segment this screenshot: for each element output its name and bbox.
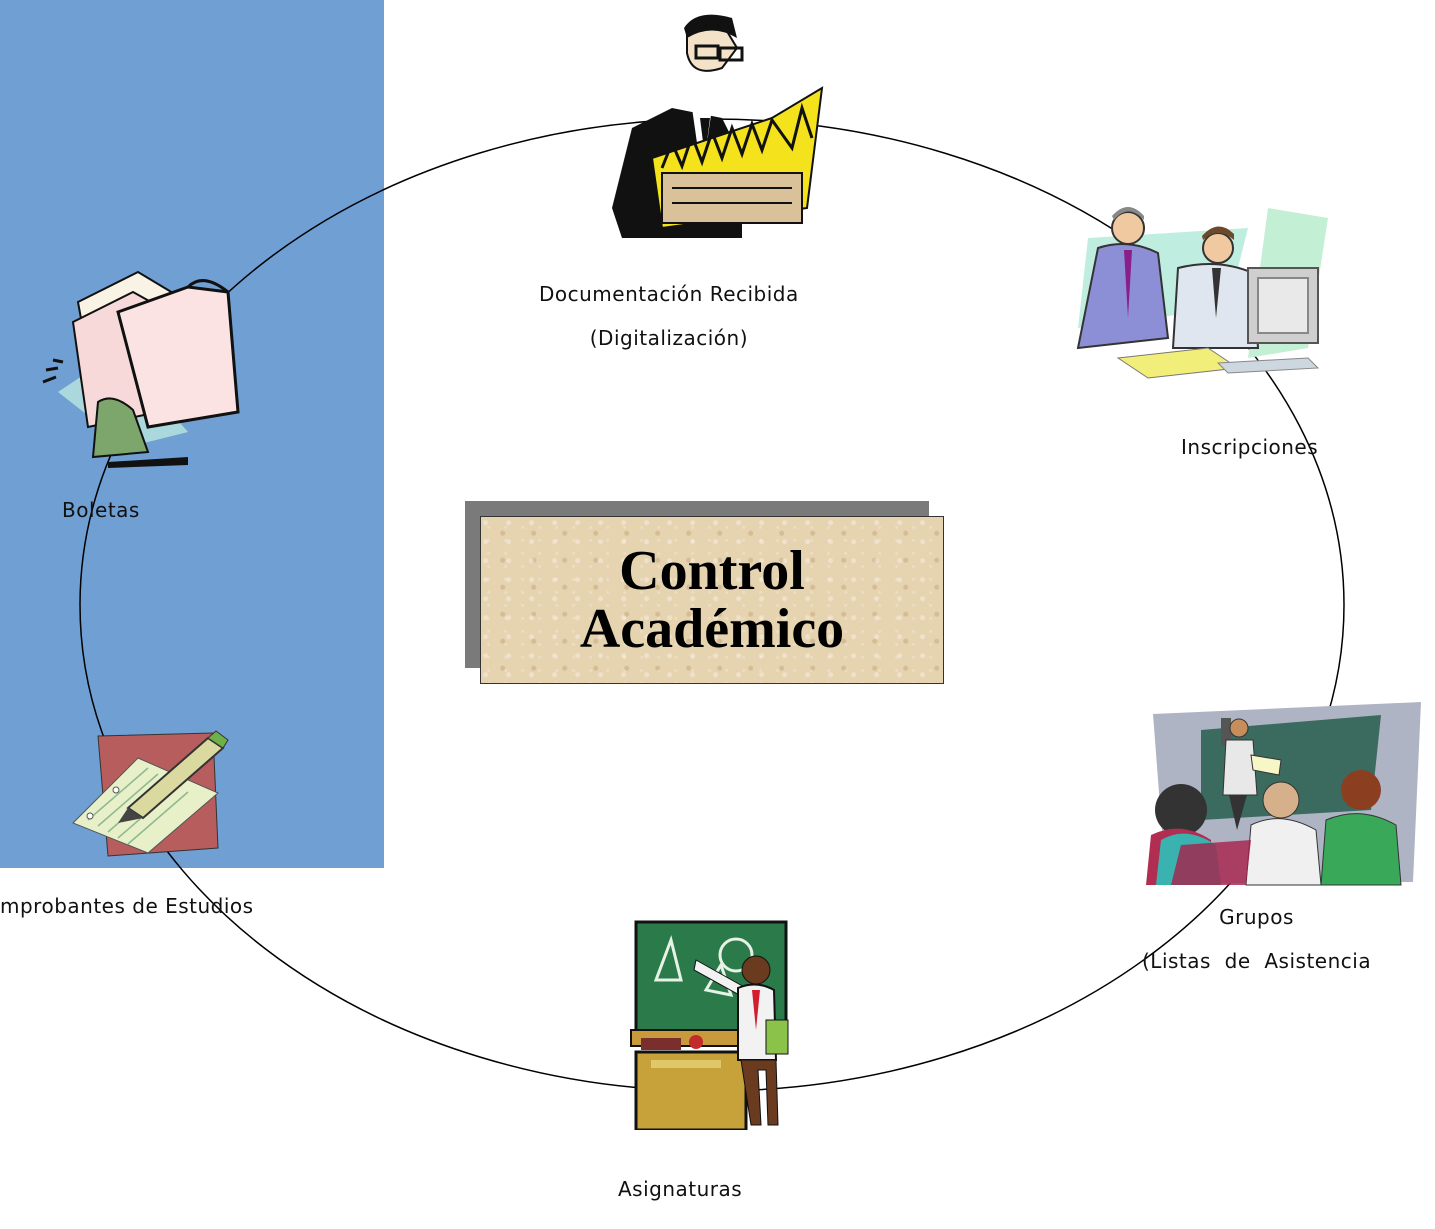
comprobantes-title: mprobantes de Estudios xyxy=(0,894,254,918)
side-panel xyxy=(0,0,384,868)
teacher-blackboard-icon xyxy=(630,920,789,1130)
title-box: Control Académico xyxy=(480,516,944,684)
title-line1: Control xyxy=(619,540,805,602)
notepad-pencil-icon xyxy=(72,730,229,857)
folder-documents-icon xyxy=(42,270,240,468)
documentacion-subtitle: (Digitalización) xyxy=(589,326,748,350)
documentacion-title: Documentación Recibida xyxy=(539,282,799,306)
boletas-title: Boletas xyxy=(62,498,140,522)
grupos-label: Grupos (Listas de Asistencia xyxy=(1142,895,1371,983)
grupos-title: Grupos xyxy=(1219,905,1294,929)
comprobantes-label: mprobantes de Estudios xyxy=(0,884,254,928)
classroom-icon xyxy=(1146,702,1421,886)
computer-consultation-icon xyxy=(1076,207,1328,379)
boletas-label: Boletas xyxy=(62,488,140,532)
title-line2: Académico xyxy=(579,598,845,660)
file-clerk-icon xyxy=(612,14,824,238)
inscripciones-label: Inscripciones xyxy=(1181,425,1318,469)
grupos-subtitle: (Listas de Asistencia xyxy=(1142,949,1372,973)
inscripciones-title: Inscripciones xyxy=(1181,435,1319,459)
asignaturas-title: Asignaturas xyxy=(618,1177,743,1201)
documentacion-label: Documentación Recibida (Digitalización) xyxy=(539,272,799,360)
asignaturas-label: Asignaturas xyxy=(618,1167,742,1211)
